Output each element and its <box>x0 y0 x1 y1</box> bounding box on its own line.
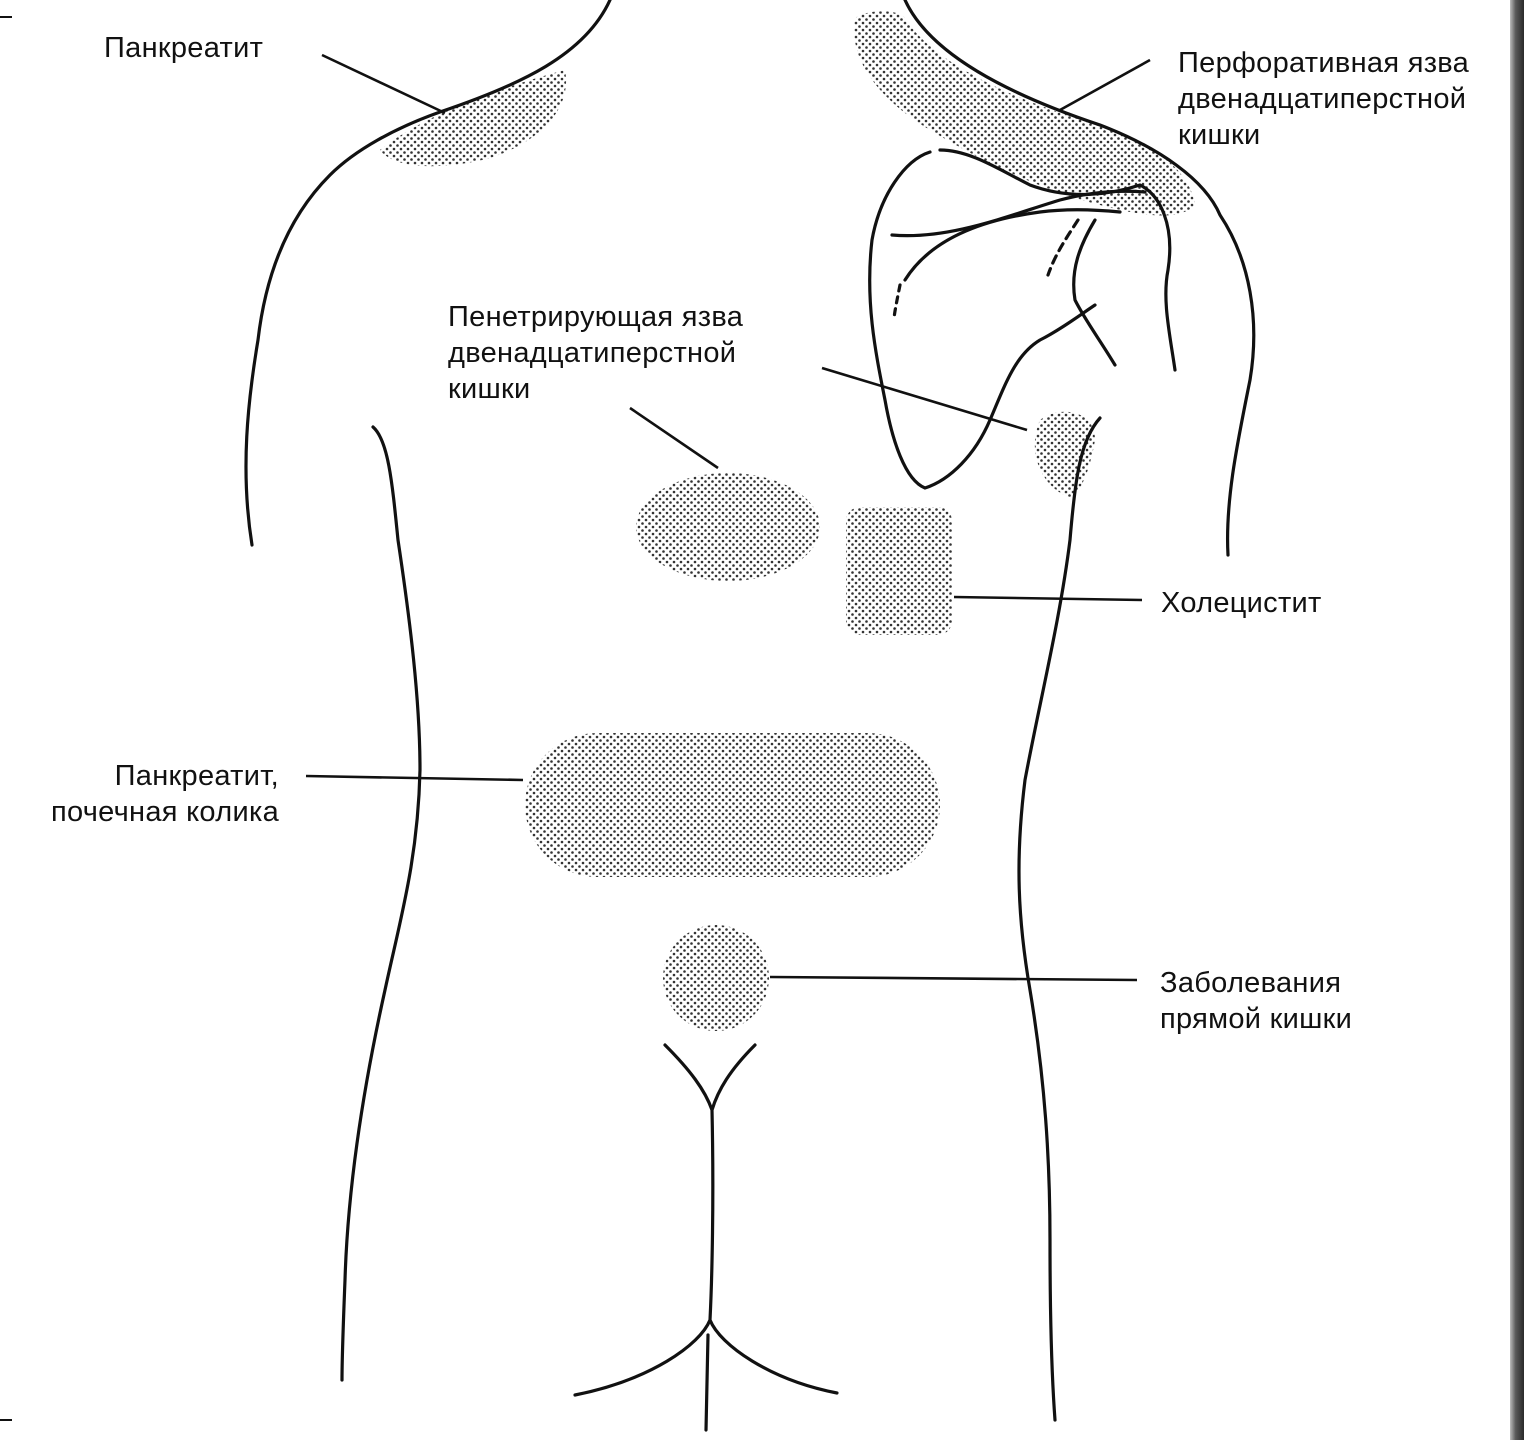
torso-left-side <box>342 427 420 1380</box>
label-cholecystitis: Холецистит <box>1161 585 1322 621</box>
zone-right-shoulder <box>854 11 1195 215</box>
leader-cholecystitis <box>954 597 1142 600</box>
scapula-medial-dash <box>1048 220 1078 275</box>
torso-right-side <box>1019 418 1100 1420</box>
leader-perforated-ulcer <box>1060 60 1150 110</box>
zone-scapula-tip <box>1035 412 1095 497</box>
zone-sacral <box>663 925 769 1031</box>
page-binding-edge <box>1510 0 1524 1440</box>
label-pancreatitis-top: Панкреатит <box>104 30 263 66</box>
label-penetrating-ulcer: Пенетрирующая язва двенадцатиперстной ки… <box>448 299 743 407</box>
leader-pancreatitis-renal <box>306 776 523 780</box>
leader-penetrating-ulcer-a <box>630 408 718 468</box>
gluteal-cleft <box>575 1045 837 1430</box>
label-perforated-ulcer: Перфоративная язва двенадцатиперстной ки… <box>1178 45 1469 153</box>
scapula-lateral-dash <box>894 285 900 318</box>
leader-pancreatitis-top <box>322 55 445 113</box>
zone-lower-back <box>525 733 940 877</box>
scapula-edge <box>905 210 1120 280</box>
zone-cholecystitis <box>846 507 952 635</box>
scapula-acromion <box>1074 220 1115 365</box>
leader-rectal-disease <box>770 977 1137 980</box>
leader-penetrating-ulcer-b <box>822 368 1027 430</box>
label-pancreatitis-renal: Панкреатит, почечная колика <box>0 758 279 830</box>
zone-upper-back-center <box>636 473 820 581</box>
label-rectal-disease: Заболевания прямой кишки <box>1160 965 1352 1037</box>
zone-left-shoulder <box>380 70 566 166</box>
